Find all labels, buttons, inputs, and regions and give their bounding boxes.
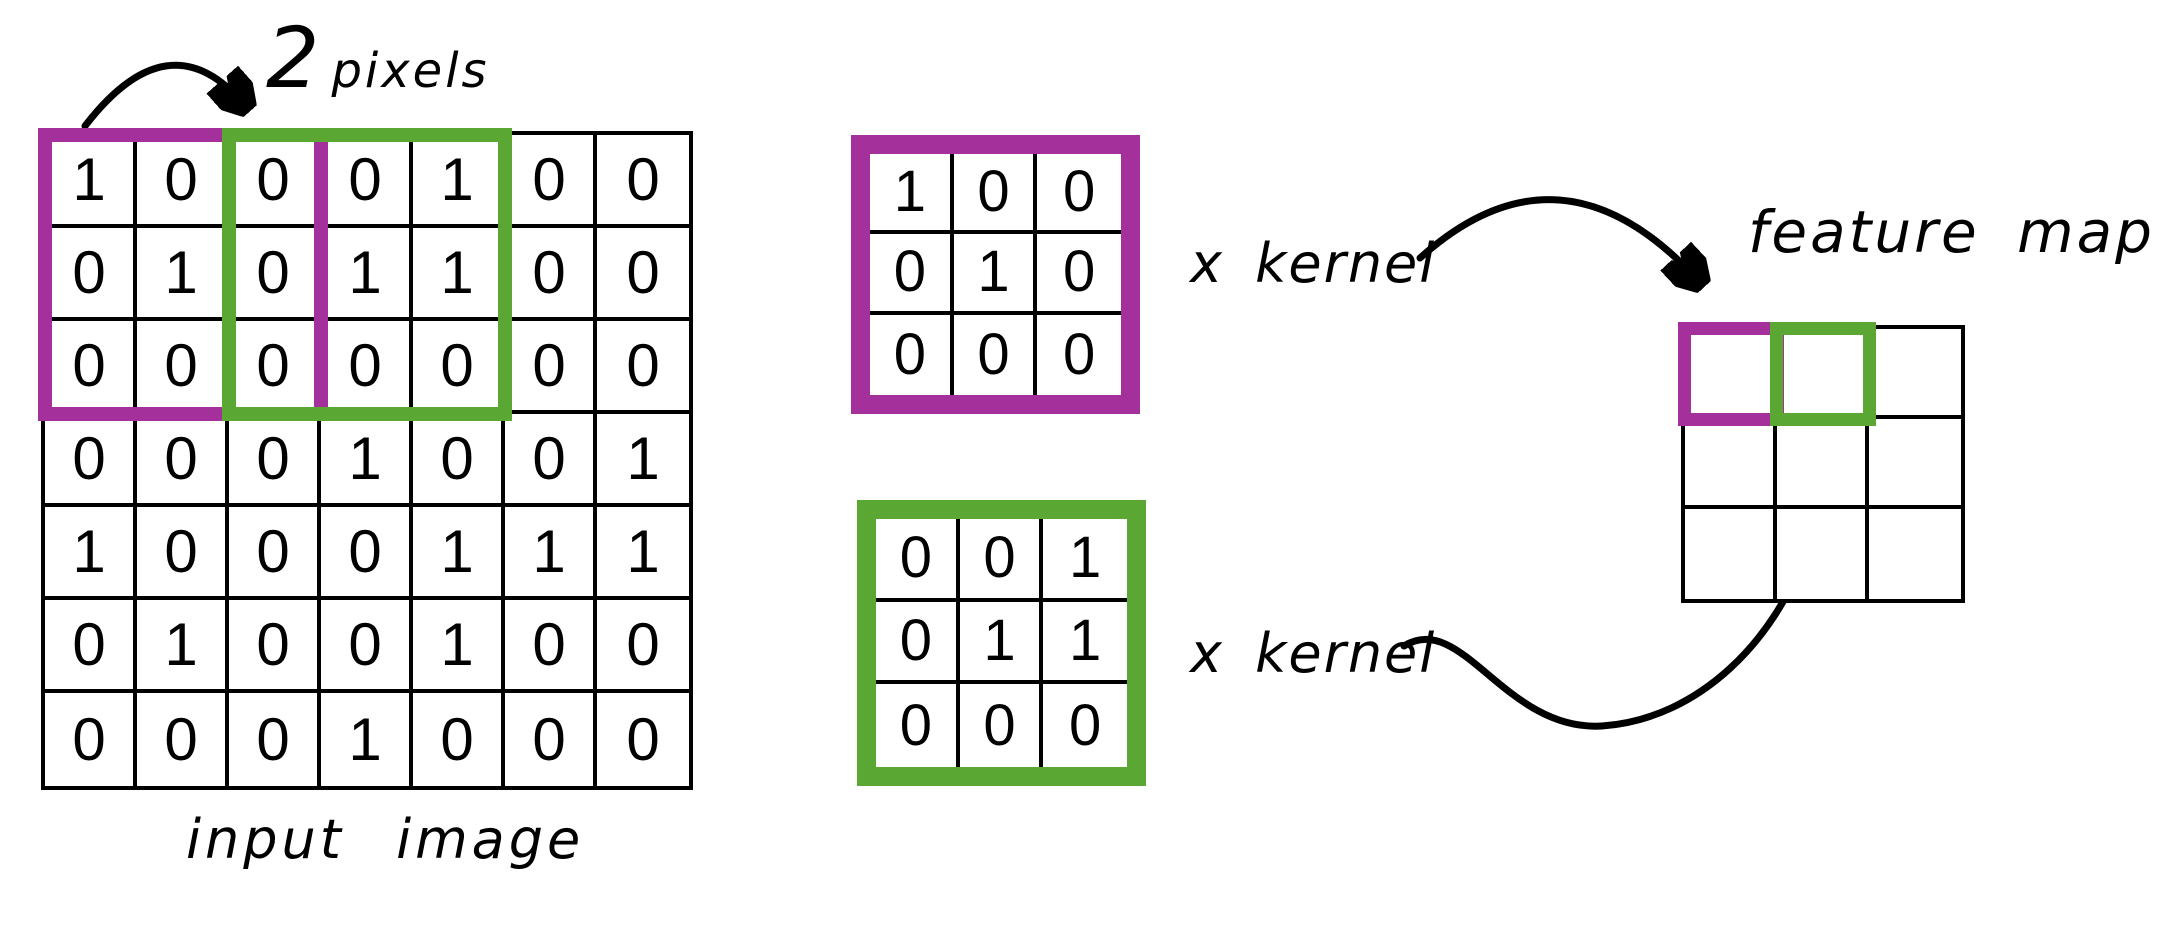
grid-cell: 0	[1037, 154, 1121, 235]
grid-cell: 1	[321, 414, 413, 507]
grid-cell: 1	[137, 600, 229, 693]
kernel-1-label: x kernel	[1190, 232, 1437, 295]
grid-cell: 1	[45, 507, 137, 600]
grid-cell: 0	[626, 705, 660, 773]
grid-cell: 1	[1043, 519, 1127, 602]
grid-cell: 0	[876, 601, 960, 685]
grid-cell: 1	[45, 135, 137, 228]
grid-cell: 1	[413, 135, 505, 228]
grid-cell: 1	[321, 228, 413, 321]
grid-cell: 1	[597, 507, 689, 600]
grid-cell: 0	[229, 321, 321, 414]
stride-unit-label: pixels	[331, 43, 490, 99]
grid-cell: 0	[413, 414, 505, 507]
grid-cell	[1869, 509, 1961, 599]
grid-cell: 0	[597, 600, 689, 693]
grid-cell: 0	[505, 600, 597, 693]
grid-cell: 0	[45, 228, 137, 321]
grid-cell	[1777, 509, 1869, 599]
grid-cell: 0	[45, 600, 137, 693]
grid-cell: 1	[413, 507, 505, 600]
grid-cell: 0	[597, 135, 689, 228]
grid-cell: 0	[597, 321, 689, 414]
grid-cell: 0	[413, 321, 505, 414]
feature-map-label: feature map	[1748, 198, 2155, 266]
grid-cell: 0	[137, 507, 229, 600]
grid-cell: 0	[45, 321, 137, 414]
grid-cell: 0	[597, 228, 689, 321]
grid-cell: 0	[959, 519, 1044, 602]
feature-map-grid	[1681, 325, 1965, 603]
grid-cell: 0	[505, 414, 597, 507]
grid-cell: 0	[229, 414, 321, 507]
grid-cell: 1	[413, 228, 505, 321]
grid-cell: 0	[876, 684, 960, 767]
grid-cell: 0	[960, 684, 1044, 767]
kernel-1-to-feature-map-arrow	[1416, 196, 1696, 278]
grid-cell: 0	[1063, 321, 1096, 387]
grid-cell	[1685, 329, 1777, 419]
grid-cell: 0	[505, 321, 597, 414]
grid-cell: 1	[1043, 602, 1127, 685]
grid-cell: 0	[229, 228, 321, 321]
grid-cell: 0	[321, 135, 413, 228]
grid-cell	[1685, 509, 1777, 599]
grid-cell	[1777, 419, 1869, 509]
grid-cell: 0	[870, 314, 954, 395]
grid-cell: 1	[870, 154, 954, 235]
grid-cell: 1	[321, 693, 413, 786]
grid-cell: 0	[45, 414, 137, 507]
grid-cell: 0	[953, 154, 1038, 235]
grid-cell: 0	[137, 693, 229, 786]
grid-cell: 1	[953, 234, 1038, 315]
grid-cell: 0	[229, 693, 321, 786]
stride-label: 2 pixels	[266, 16, 490, 100]
grid-cell: 0	[1037, 234, 1121, 315]
grid-cell	[1869, 419, 1961, 509]
grid-cell: 0	[413, 693, 505, 786]
stride-number: 2	[266, 9, 320, 107]
grid-cell: 1	[505, 507, 597, 600]
grid-cell	[1685, 419, 1777, 509]
grid-cell: 1	[413, 600, 505, 693]
grid-cell	[1869, 329, 1961, 419]
grid-cell: 0	[137, 135, 229, 228]
grid-cell: 1	[137, 228, 229, 321]
input-image-label: input image	[186, 808, 585, 871]
grid-cell: 1	[597, 414, 689, 507]
grid-cell: 0	[229, 507, 321, 600]
grid-cell: 1	[959, 601, 1044, 685]
grid-cell: 0	[505, 228, 597, 321]
grid-cell: 0	[45, 693, 137, 786]
grid-cell: 0	[505, 693, 597, 786]
grid-cell: 0	[321, 600, 413, 693]
grid-cell: 0	[954, 314, 1038, 395]
grid-cell: 0	[321, 321, 413, 414]
grid-cell: 0	[870, 234, 954, 315]
grid-cell: 0	[137, 321, 229, 414]
grid-cell: 0	[229, 600, 321, 693]
stride-arrow	[81, 61, 242, 130]
grid-cell: 0	[1069, 692, 1102, 758]
grid-cell: 0	[321, 507, 413, 600]
grid-cell: 0	[876, 519, 960, 602]
grid-cell: 0	[137, 414, 229, 507]
grid-cell	[1777, 329, 1869, 419]
grid-cell: 0	[229, 135, 321, 228]
grid-cell: 0	[505, 135, 597, 228]
kernel-2-label: x kernel	[1190, 622, 1437, 685]
